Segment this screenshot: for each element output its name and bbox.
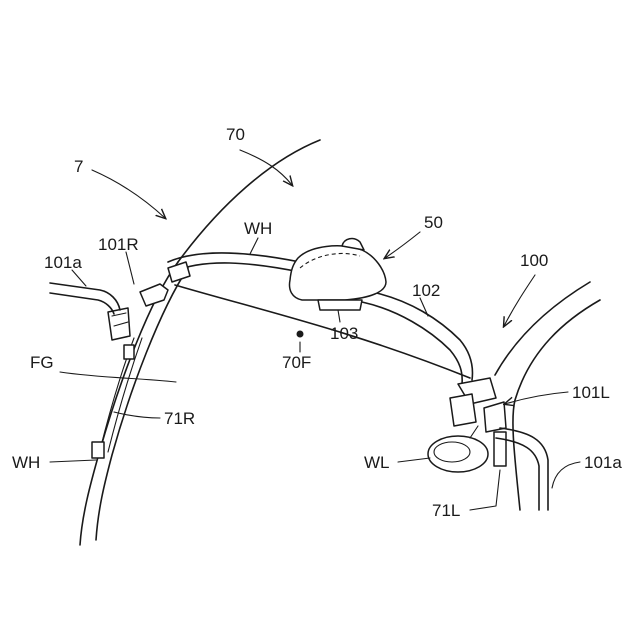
- label-wh-top: WH: [244, 219, 272, 238]
- leader-101a-left: [72, 270, 86, 286]
- leader-wh-top: [250, 238, 258, 254]
- harness-102-lower: [362, 302, 462, 384]
- washer-lamp-wl[interactable]: [428, 436, 488, 472]
- hood-frame-upper: [168, 253, 300, 262]
- leader-wh-left: [50, 460, 96, 462]
- label-101r: 101R: [98, 235, 139, 254]
- label-100: 100: [520, 251, 548, 270]
- bracket-103: [318, 300, 362, 310]
- bracket-101r-arm: [168, 262, 190, 282]
- body-100-edge: [495, 282, 590, 375]
- leader-71r: [114, 412, 160, 418]
- bracket-101r[interactable]: [140, 284, 168, 306]
- leader-71l: [470, 470, 500, 510]
- sensor-unit-50[interactable]: [290, 246, 387, 300]
- harness-102-upper: [372, 292, 473, 380]
- label-wl: WL: [364, 453, 390, 472]
- hose-joint-left: [92, 442, 104, 458]
- leader-fg: [60, 372, 176, 382]
- leader-wl: [398, 458, 430, 462]
- leader-103: [338, 310, 340, 322]
- washer-lamp-mount: [470, 426, 478, 438]
- clip-101l: [484, 402, 506, 432]
- leader-101r: [126, 252, 134, 284]
- hose-joint-upper-left: [124, 345, 134, 359]
- label-101a-right: 101a: [584, 453, 622, 472]
- label-101a-left: 101a: [44, 253, 82, 272]
- label-70: 70: [226, 125, 245, 144]
- label-103: 103: [330, 324, 358, 343]
- label-102: 102: [412, 281, 440, 300]
- leader-102: [420, 298, 428, 316]
- windshield-upper-edge: [178, 140, 320, 262]
- label-101l: 101L: [572, 383, 610, 402]
- point-70f: [297, 331, 304, 338]
- leader-100: [504, 275, 535, 326]
- label-50: 50: [424, 213, 443, 232]
- label-71r: 71R: [164, 409, 195, 428]
- windshield-left-pillar-inner: [96, 268, 188, 540]
- hood-frame-lower: [172, 263, 300, 272]
- leader-101a-right: [552, 462, 580, 488]
- label-70f: 70F: [282, 353, 311, 372]
- label-71l: 71L: [432, 501, 460, 520]
- windshield-left-pillar-outer: [80, 262, 178, 545]
- leader-7: [92, 170, 165, 218]
- body-100-inner-edge: [513, 300, 600, 510]
- leader-70: [240, 150, 292, 185]
- nozzle-101l: [494, 432, 506, 466]
- label-fg: FG: [30, 353, 54, 372]
- label-7: 7: [74, 157, 83, 176]
- leader-50: [385, 232, 420, 258]
- bracket-101l-lower: [450, 394, 476, 426]
- rod-101a-left-lower: [50, 293, 114, 314]
- label-wh-left: WH: [12, 453, 40, 472]
